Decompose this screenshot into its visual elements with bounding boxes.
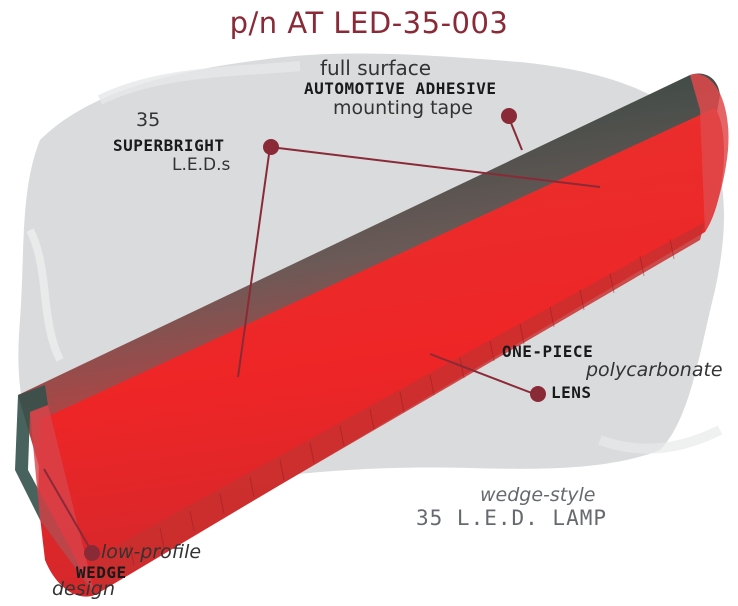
wedge-label-line1: low-profile [101, 541, 202, 563]
adhesive-label-line2: AUTOMOTIVE ADHESIVE [304, 79, 497, 98]
callout-lines [43, 117, 601, 553]
lens-label-line3: LENS [551, 383, 592, 402]
adhesive-label-line3: mounting tape [333, 97, 473, 119]
leds-callout-dot [263, 139, 279, 155]
led-lamp-illustration [15, 73, 729, 597]
leds-label-line2: SUPERBRIGHT [113, 136, 225, 155]
callout-dots [84, 108, 546, 561]
caption-line1: wedge-style [480, 484, 596, 506]
part-number-title: p/n AT LED-35-003 [229, 6, 509, 40]
lens-callout-dot [530, 386, 546, 402]
lens-label-line1: ONE-PIECE [502, 342, 594, 361]
lens-label-line2: polycarbonate [586, 359, 723, 381]
leds-label-line3: L.E.D.s [172, 155, 231, 175]
wedge-label-line3: design [52, 578, 116, 600]
caption-line2: 35 L.E.D. LAMP [416, 506, 608, 530]
adhesive-callout-dot [501, 108, 517, 124]
adhesive-label-line1: full surface [320, 56, 432, 80]
leds-label-line1: 35 [136, 109, 161, 131]
wedge-callout-dot [84, 545, 100, 561]
wedge-label-line2: WEDGE [76, 563, 127, 582]
